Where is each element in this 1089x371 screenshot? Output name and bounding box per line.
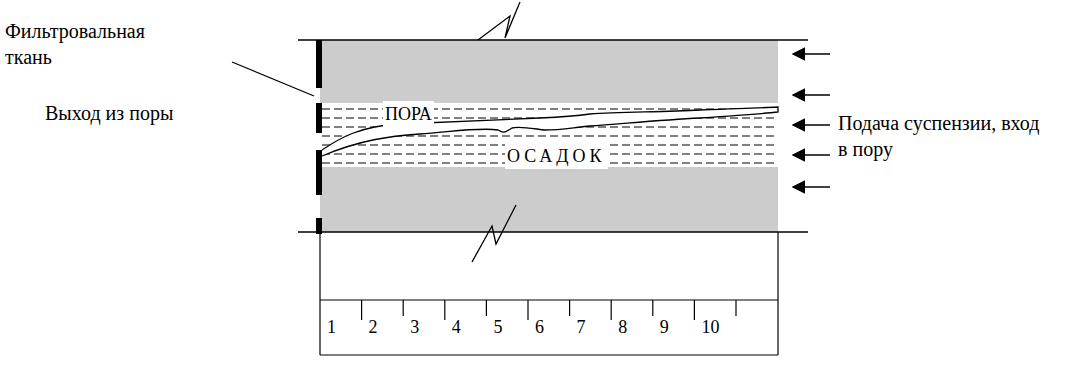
callout-label: Подача суспензии, вход в пору — [838, 110, 1043, 162]
scale-number: 3 — [410, 314, 419, 340]
wall-line — [298, 39, 808, 41]
scale-number: 9 — [660, 314, 669, 340]
cake-bottom — [320, 167, 778, 232]
scale-number: 8 — [618, 314, 627, 340]
leader-line — [232, 62, 314, 96]
region-label: ОСАДОК — [505, 143, 608, 169]
filter-cloth — [316, 40, 322, 234]
scale-number: 7 — [577, 314, 586, 340]
break-mark — [472, 205, 516, 262]
scale-number: 10 — [701, 314, 719, 340]
scale-number: 6 — [535, 314, 544, 340]
region-label: ПОРА — [383, 101, 434, 127]
feed-arrow — [793, 54, 830, 187]
scale-number: 2 — [369, 314, 378, 340]
scale-number: 5 — [493, 314, 502, 340]
callout-label: Фильтровальная ткань — [5, 18, 175, 70]
scale-frame — [320, 232, 778, 355]
scale-number: 4 — [452, 314, 461, 340]
cake-top — [320, 40, 778, 103]
wall-line — [298, 231, 808, 233]
break-mark — [478, 2, 520, 40]
callout-label: Выход из поры — [45, 100, 173, 126]
scale-number: 1 — [327, 314, 336, 340]
